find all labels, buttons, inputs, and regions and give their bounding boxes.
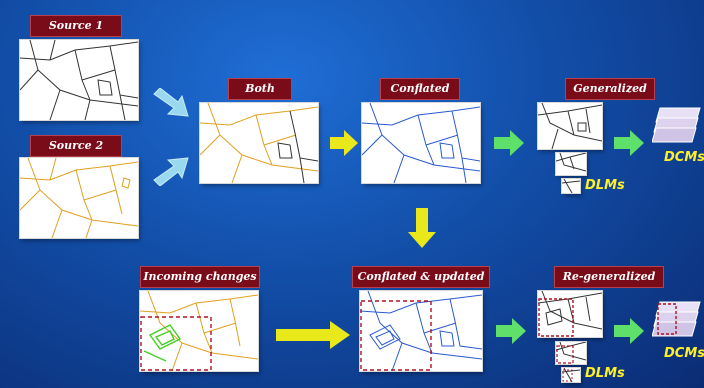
map-source-2 xyxy=(20,158,138,238)
map-generalized xyxy=(538,103,602,149)
arrow-updated-to-regeneralized xyxy=(496,318,526,344)
arrow-incoming-to-updated xyxy=(276,321,350,349)
arrow-conflated-down xyxy=(408,208,436,248)
arrow-source2-to-both xyxy=(153,157,189,186)
dcm-stack-updated-icon xyxy=(652,301,701,337)
label-incoming-changes: Incoming changes xyxy=(140,266,260,288)
arrow-conflated-to-generalized xyxy=(494,130,524,156)
map-both xyxy=(200,103,318,183)
arrow-regeneralized-to-dcms xyxy=(614,318,644,344)
label-conflated-updated: Conflated & updated xyxy=(352,266,490,288)
map-source-1 xyxy=(20,40,138,120)
arrow-generalized-to-dcms xyxy=(614,130,644,156)
output-dcms-updated: DCMs xyxy=(664,346,704,361)
label-source-1: Source 1 xyxy=(30,15,122,37)
output-dlms-updated: DLMs xyxy=(585,366,625,381)
label-re-generalized: Re-generalized xyxy=(554,266,664,288)
map-conflated-updated-roads xyxy=(360,291,482,371)
map-source-2-roads xyxy=(20,158,138,238)
map-generalized-roads xyxy=(538,103,602,149)
map-source-1-roads xyxy=(20,40,138,120)
map-conflated xyxy=(362,103,480,183)
map-re-generalized-dlm-1-roads xyxy=(556,342,586,364)
map-conflated-updated xyxy=(360,291,482,371)
label-generalized: Generalized xyxy=(565,78,655,100)
label-both: Both xyxy=(228,78,292,100)
map-generalized-dlm-1-roads xyxy=(556,153,586,172)
map-generalized-dlm-2-roads xyxy=(562,179,580,193)
map-generalized-dlm-1 xyxy=(556,153,586,175)
map-re-generalized-dlm-1 xyxy=(556,342,586,364)
map-generalized-dlm-2 xyxy=(562,179,580,193)
map-re-generalized xyxy=(538,291,602,337)
output-dlms: DLMs xyxy=(585,178,625,193)
map-incoming-changes-roads xyxy=(140,291,258,371)
map-re-generalized-dlm-2-roads xyxy=(562,368,580,382)
arrow-both-to-conflated xyxy=(330,130,358,156)
dcm-stack-icon xyxy=(652,107,701,143)
map-re-generalized-roads xyxy=(538,291,602,337)
map-both-roads xyxy=(200,103,318,183)
map-conflated-roads xyxy=(362,103,480,183)
map-re-generalized-dlm-2 xyxy=(562,368,580,382)
output-dcms: DCMs xyxy=(664,150,704,165)
map-incoming-changes xyxy=(140,291,258,371)
label-source-2: Source 2 xyxy=(30,135,122,157)
label-conflated: Conflated xyxy=(380,78,460,100)
arrow-source1-to-both xyxy=(153,88,189,117)
